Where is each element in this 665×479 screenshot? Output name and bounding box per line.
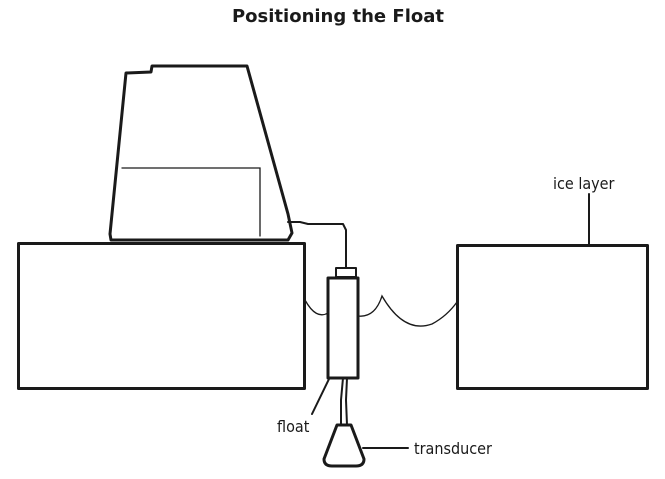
ice-block-right bbox=[456, 244, 649, 390]
float-leader bbox=[311, 378, 330, 415]
ice-layer-callout: ice layer bbox=[553, 174, 615, 245]
water-line-left bbox=[304, 299, 329, 316]
float-label: float bbox=[277, 417, 310, 436]
fish-finder-housing bbox=[108, 64, 294, 242]
fish-finder-unit bbox=[108, 64, 294, 242]
water-line-right bbox=[357, 294, 458, 327]
transducer-lead-2 bbox=[345, 377, 348, 426]
ice-block-left bbox=[17, 242, 306, 390]
float-callout: float bbox=[277, 378, 330, 436]
diagram-title: Positioning the Float bbox=[232, 6, 444, 27]
ice-layer-label: ice layer bbox=[553, 174, 615, 193]
transducer-lead bbox=[340, 377, 344, 426]
transducer-callout: transducer bbox=[362, 439, 492, 458]
transducer bbox=[322, 423, 366, 468]
transducer-body bbox=[322, 423, 366, 468]
float-body bbox=[326, 276, 360, 380]
transducer-label: transducer bbox=[414, 439, 492, 458]
fish-finder-screen-outline bbox=[121, 167, 261, 237]
float bbox=[326, 267, 360, 380]
transducer-cable bbox=[287, 221, 347, 269]
float-cap bbox=[335, 267, 357, 278]
